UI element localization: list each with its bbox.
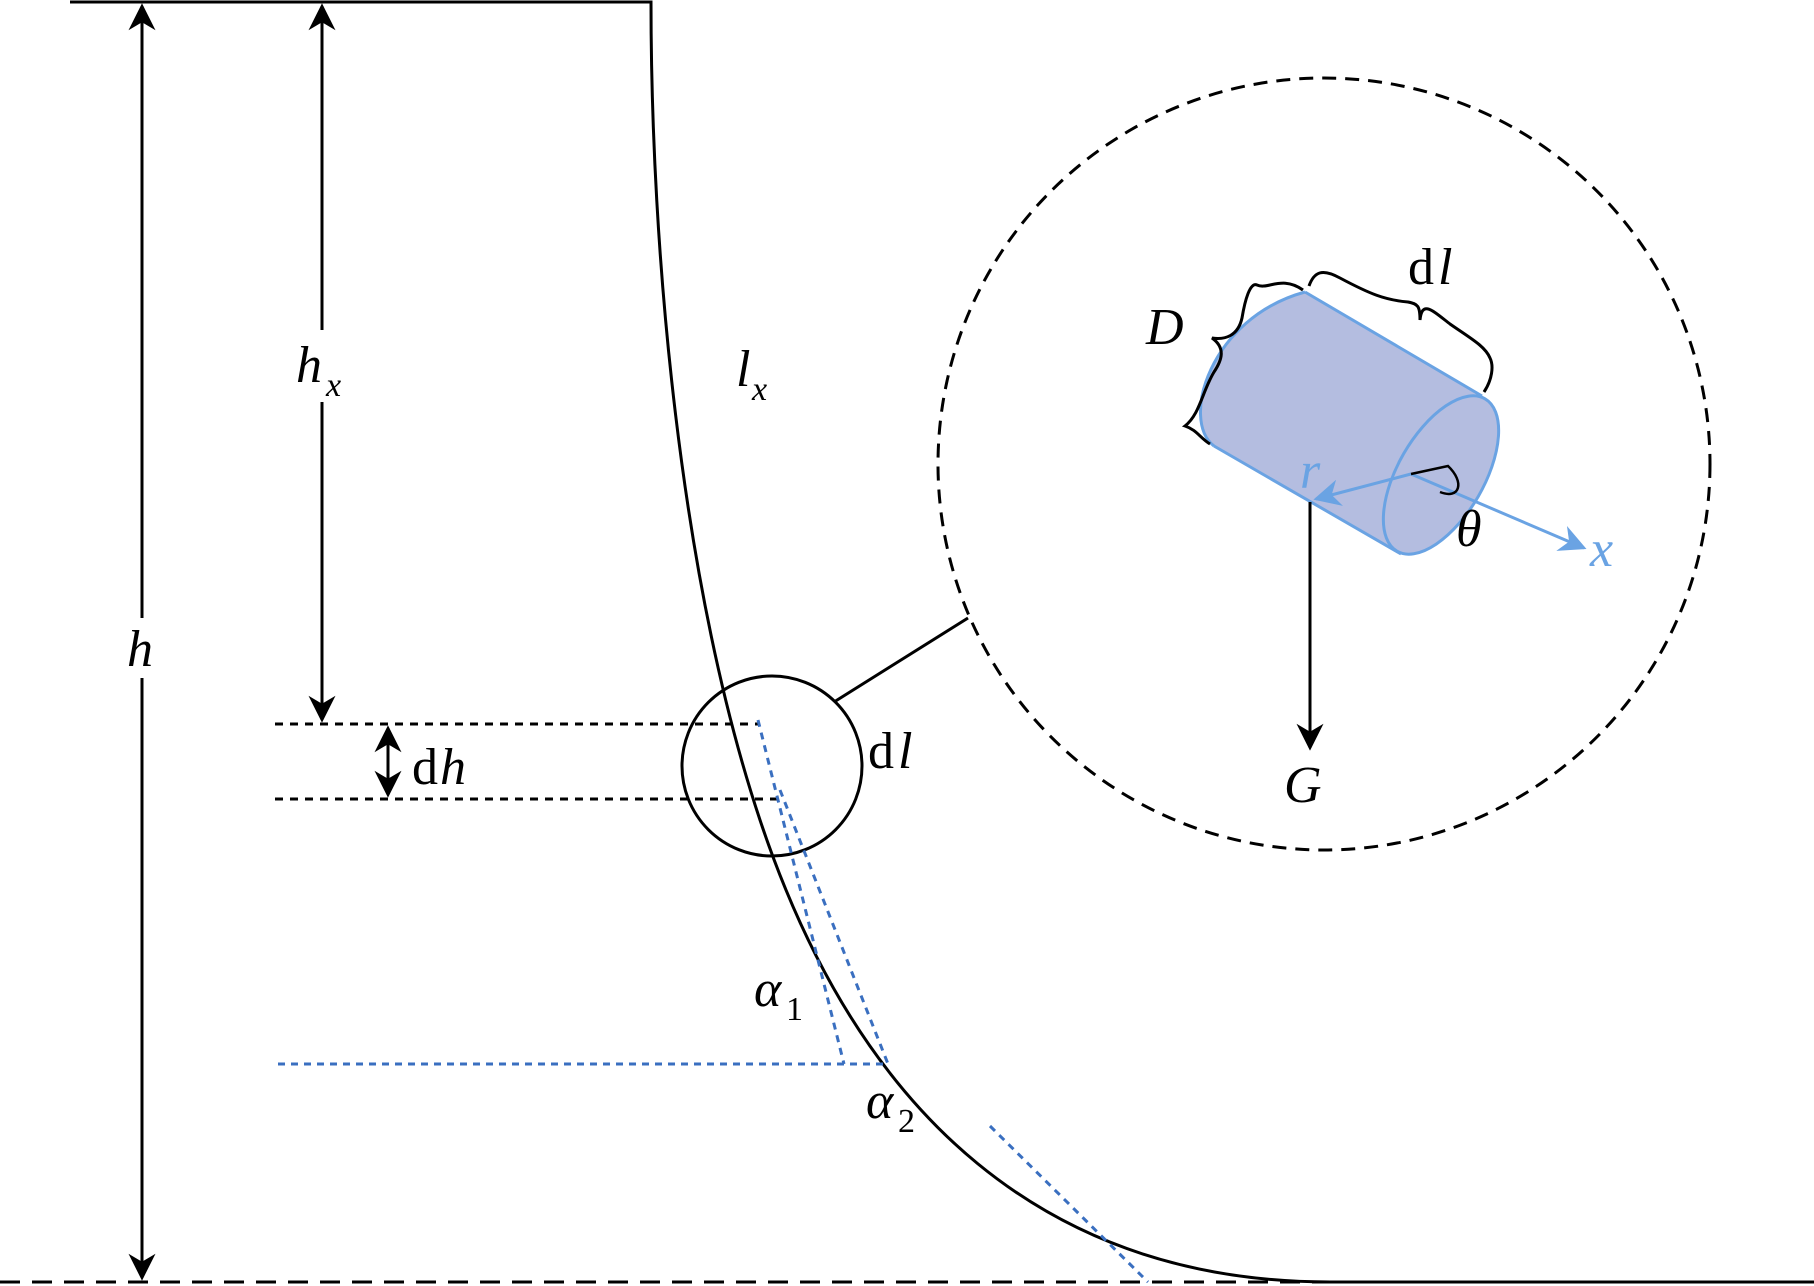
hx-label-gap	[292, 330, 358, 402]
tangent-2-dashed	[778, 789, 890, 1065]
hx-label: h	[296, 337, 322, 394]
dh-label-d: d	[412, 739, 438, 796]
lx-label-subscript: x	[751, 371, 767, 408]
brace-dl	[1307, 270, 1494, 393]
lx-label: l	[736, 341, 750, 398]
dl-inset-label-l: l	[1438, 239, 1452, 296]
element-circle	[680, 674, 864, 858]
inset-connector	[833, 616, 969, 704]
D-label: D	[1145, 299, 1184, 356]
cylinder-bottom-edge	[1213, 444, 1402, 556]
cylinder-front-face	[1381, 394, 1501, 556]
dl-label-l: l	[898, 723, 912, 780]
r-label: r	[1300, 443, 1321, 500]
dl-label-d: d	[868, 723, 894, 780]
brace-D	[1181, 281, 1304, 446]
cylinder-top-edge	[1304, 290, 1483, 398]
G-label: G	[1284, 757, 1322, 814]
cylinder-back-end	[1199, 290, 1306, 448]
alpha2-subscript: 2	[898, 1103, 915, 1140]
x-axis-label: x	[1589, 521, 1613, 578]
hx-label-subscript: x	[325, 367, 341, 404]
tangent-3-dashed	[988, 1124, 1150, 1284]
cylinder-element	[1199, 290, 1501, 556]
alpha1-label: α	[754, 961, 783, 1018]
h-label-gap	[120, 618, 164, 678]
h-label: h	[127, 621, 153, 678]
profile-curve	[70, 0, 1814, 1284]
dh-label-h: h	[440, 739, 466, 796]
theta-angle-arc	[1410, 464, 1460, 496]
theta-label: θ	[1456, 501, 1482, 558]
inset-circle	[936, 76, 1712, 852]
alpha2-label: α	[866, 1073, 895, 1130]
x-axis-arrow	[1410, 472, 1587, 551]
r-axis-arrow	[1313, 472, 1412, 506]
alpha1-subscript: 1	[786, 991, 803, 1028]
dl-inset-label-d: d	[1408, 239, 1434, 296]
